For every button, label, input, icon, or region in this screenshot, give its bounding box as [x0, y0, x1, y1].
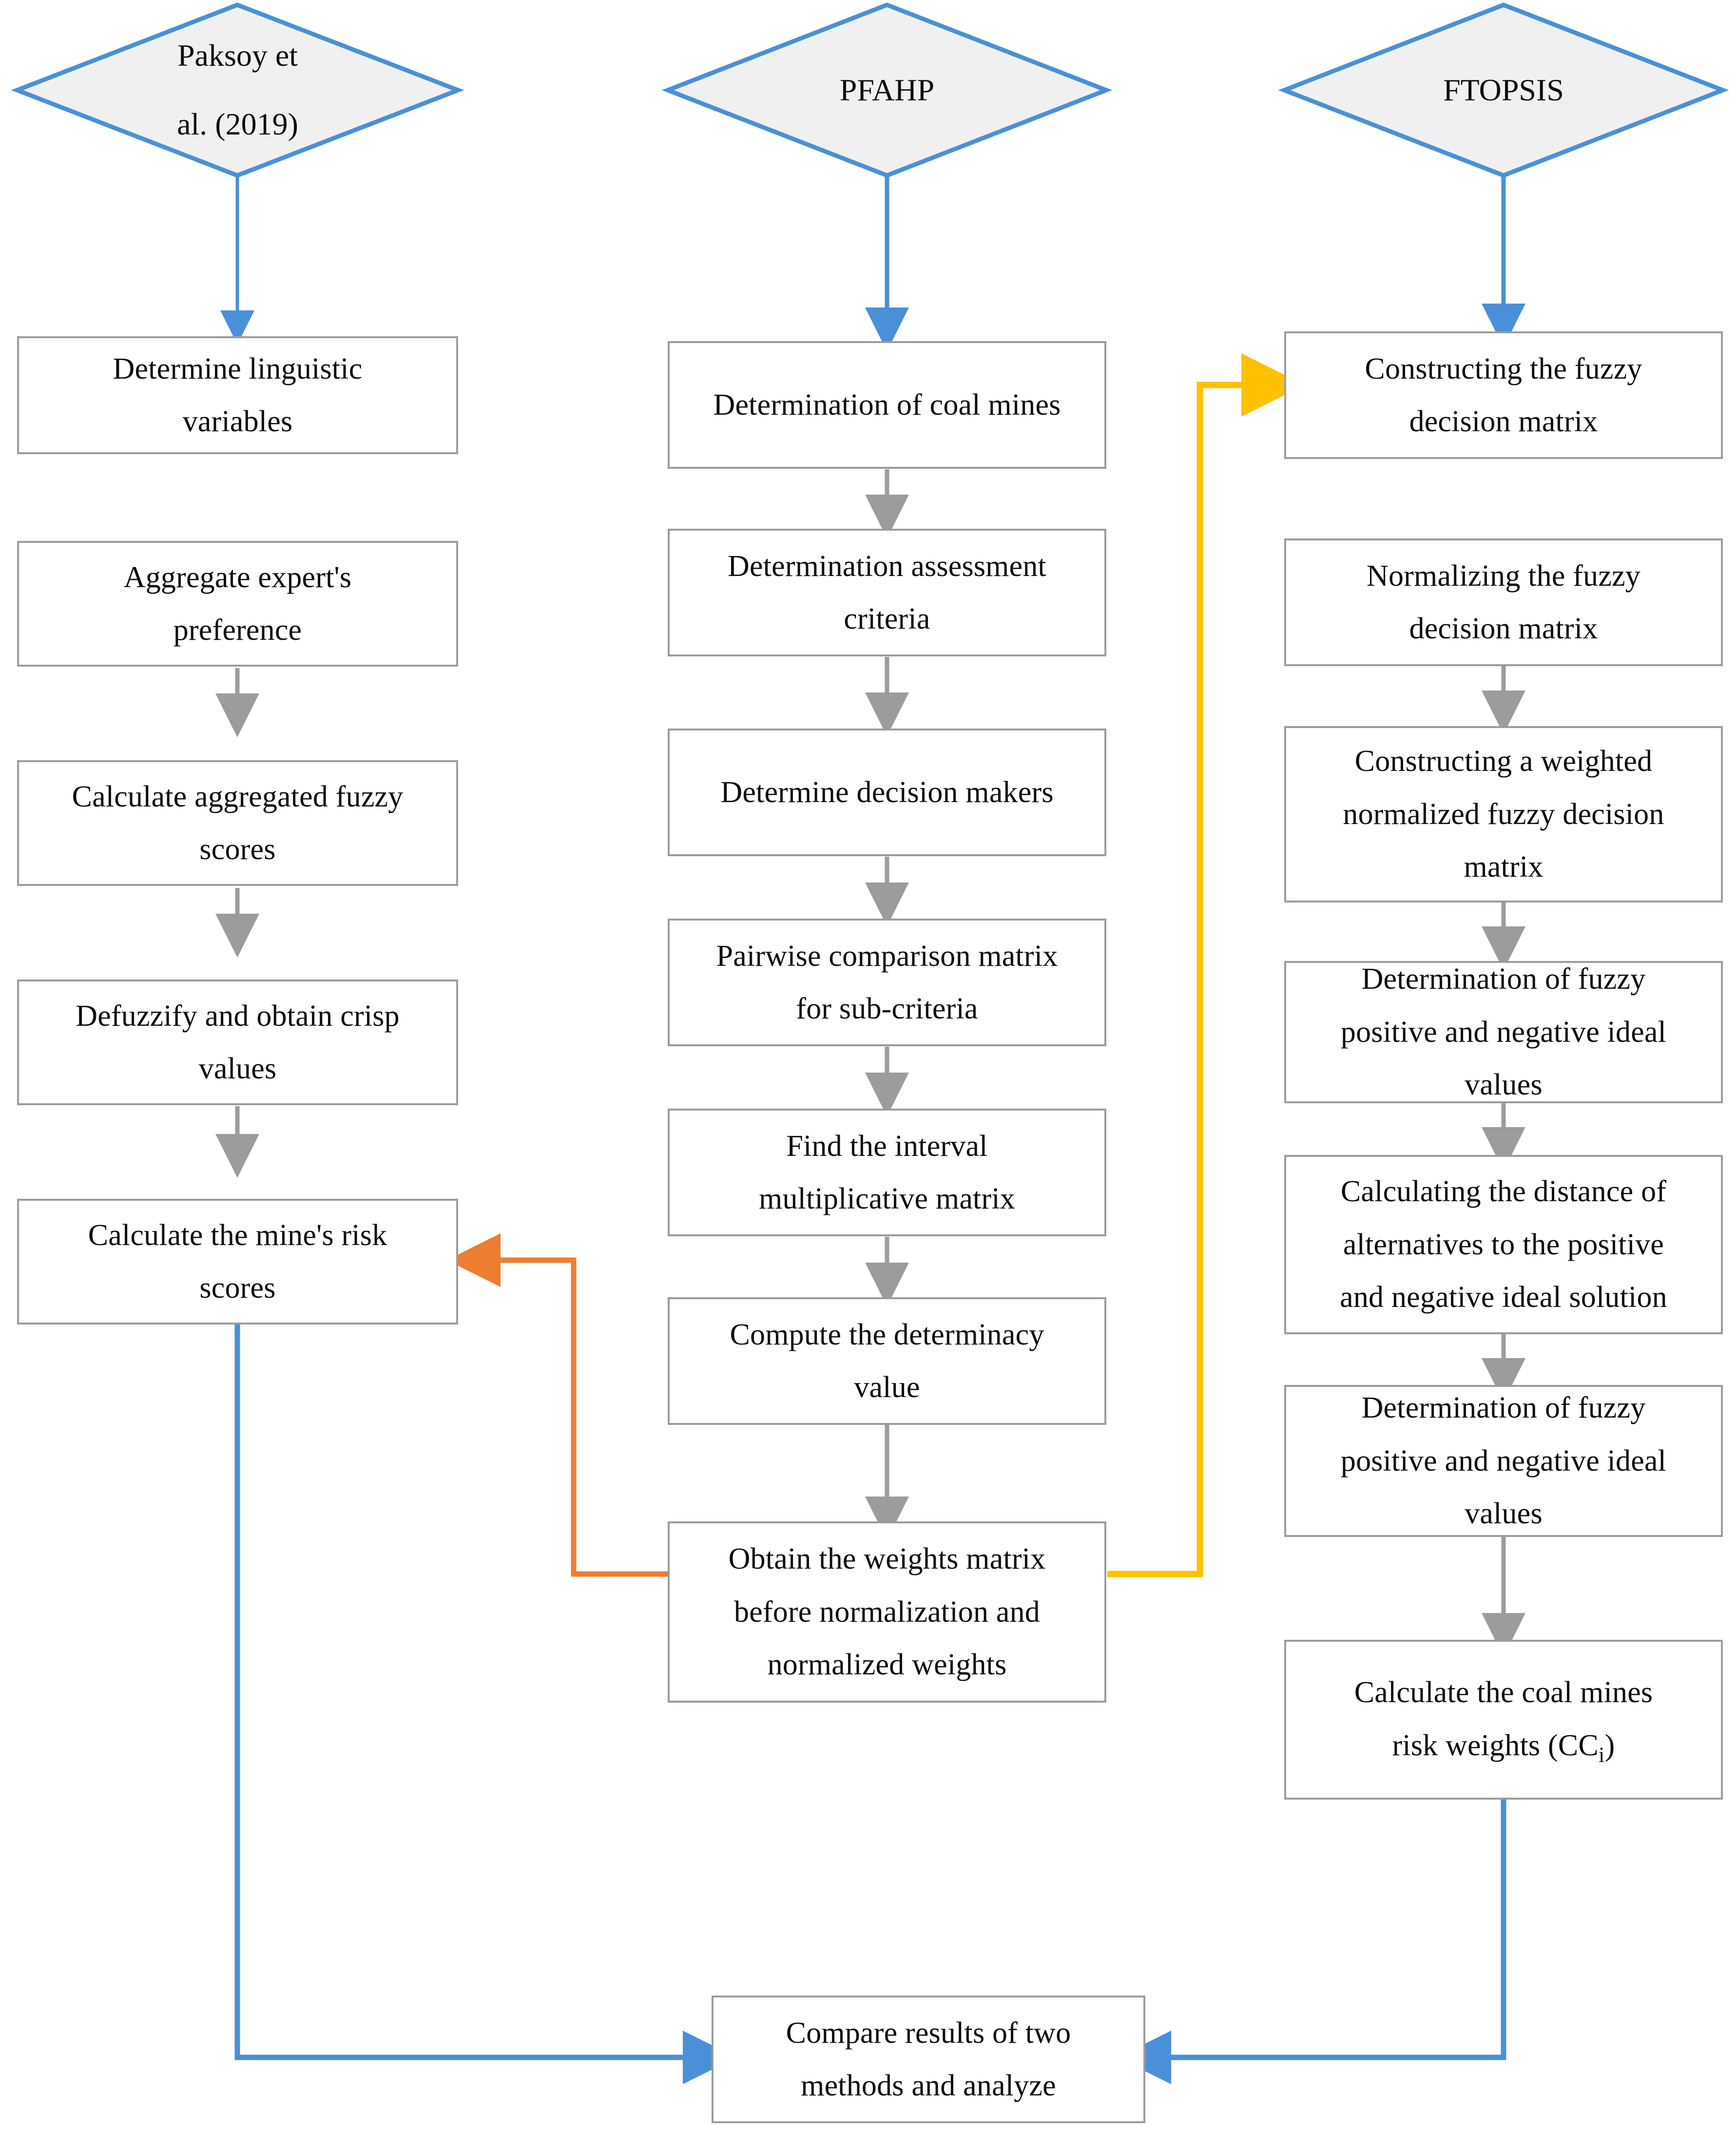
step-l4-line1: Defuzzify and obtain crisp	[76, 999, 400, 1033]
step-f1-line1: Compare results of two	[786, 2016, 1071, 2050]
step-l5-line2: scores	[199, 1271, 276, 1305]
step-m5-line1: Find the interval	[786, 1129, 988, 1163]
step-constructing-fuzzy-decision-matrix[interactable]: Constructing the fuzzy decision matrix	[1284, 331, 1723, 459]
step-r7-line1: Calculate the coal mines	[1354, 1676, 1653, 1709]
step-pairwise-comparison-matrix[interactable]: Pairwise comparison matrix for sub-crite…	[668, 919, 1106, 1046]
step-r4-line1: Determination of fuzzy	[1361, 962, 1646, 996]
connector-l5-to-final-blue	[234, 1306, 736, 2084]
step-defuzzify-obtain-crisp-values[interactable]: Defuzzify and obtain crisp values	[17, 979, 458, 1105]
step-r5-line3: and negative ideal solution	[1340, 1281, 1667, 1314]
connector-m7-to-r1-yellow	[1107, 353, 1305, 1577]
step-m4-line2: for sub-criteria	[796, 992, 978, 1025]
connector-r7-to-final-blue	[1118, 1798, 1506, 2084]
step-l1-line2: variables	[182, 405, 293, 438]
step-l3-line1: Calculate aggregated fuzzy	[72, 780, 404, 813]
diamond-ftopsis[interactable]: FTOPSIS	[1284, 5, 1723, 175]
step-m4-line1: Pairwise comparison matrix	[716, 939, 1058, 973]
step-r7-line2-prefix: risk weights (CC	[1392, 1728, 1599, 1762]
step-r7-line2-suffix: )	[1604, 1728, 1615, 1762]
step-find-interval-multiplicative-matrix[interactable]: Find the interval multiplicative matrix	[668, 1109, 1106, 1236]
step-l2-line2: preference	[173, 614, 302, 647]
step-m1-line1: Determination of coal mines	[713, 388, 1061, 422]
step-determine-linguistic-variables[interactable]: Determine linguistic variables	[17, 336, 458, 454]
diamond-pfahp-label: PFAHP	[839, 72, 935, 107]
step-l1-line1: Determine linguistic	[113, 352, 363, 385]
step-compute-determinacy-value[interactable]: Compute the determinacy value	[668, 1297, 1106, 1425]
step-determination-of-coal-mines[interactable]: Determination of coal mines	[668, 341, 1106, 469]
step-r4-line3: values	[1465, 1068, 1543, 1102]
step-m3-line1: Determine decision makers	[720, 775, 1054, 809]
step-m5-line2: multiplicative matrix	[759, 1182, 1015, 1215]
step-constructing-weighted-normalized-matrix[interactable]: Constructing a weighted normalized fuzzy…	[1284, 726, 1723, 902]
step-determination-fuzzy-ideal-values-1[interactable]: Determination of fuzzy positive and nega…	[1284, 961, 1723, 1103]
diamond-paksoy-line1: Paksoy et	[177, 38, 298, 73]
step-l2-line1: Aggregate expert's	[123, 560, 352, 594]
step-r1-line1: Constructing the fuzzy	[1365, 352, 1642, 385]
step-l4-line2: values	[198, 1052, 277, 1085]
step-r6-line3: values	[1465, 1497, 1543, 1531]
step-l3-line2: scores	[199, 833, 276, 866]
step-determination-fuzzy-ideal-values-2[interactable]: Determination of fuzzy positive and nega…	[1284, 1385, 1723, 1537]
step-r2-line1: Normalizing the fuzzy	[1367, 559, 1640, 593]
step-m6-line2: value	[854, 1371, 920, 1404]
step-m7-line3: normalized weights	[767, 1648, 1007, 1682]
step-m2-line1: Determination assessment	[728, 549, 1046, 583]
step-r2-line2: decision matrix	[1409, 612, 1598, 645]
step-l5-line1: Calculate the mine's risk	[88, 1218, 387, 1252]
diamond-pfahp[interactable]: PFAHP	[668, 5, 1106, 175]
step-r7-line2: risk weights (CCi)	[1392, 1728, 1615, 1766]
step-r5-line2: alternatives to the positive	[1343, 1228, 1664, 1261]
step-r6-line2: positive and negative ideal	[1340, 1444, 1667, 1478]
step-r6-line1: Determination of fuzzy	[1361, 1391, 1646, 1425]
step-obtain-weights-matrix[interactable]: Obtain the weights matrix before normali…	[668, 1521, 1106, 1703]
step-determine-decision-makers[interactable]: Determine decision makers	[668, 729, 1106, 856]
step-calculate-mines-risk-scores[interactable]: Calculate the mine's risk scores	[17, 1199, 458, 1325]
step-m7-line2: before normalization and	[734, 1595, 1040, 1629]
step-calculate-aggregated-fuzzy-scores[interactable]: Calculate aggregated fuzzy scores	[17, 760, 458, 886]
step-r5-line1: Calculating the distance of	[1340, 1175, 1667, 1209]
step-calculate-coal-mines-risk-weights[interactable]: Calculate the coal mines risk weights (C…	[1284, 1640, 1723, 1800]
step-r3-line1: Constructing a weighted	[1354, 745, 1653, 778]
diamond-ftopsis-label: FTOPSIS	[1443, 72, 1564, 107]
diamond-paksoy-label: Paksoy et al. (2019)	[96, 21, 379, 159]
step-m6-line1: Compute the determinacy	[730, 1318, 1044, 1351]
step-r3-line2: normalized fuzzy decision	[1343, 797, 1664, 831]
step-r3-line3: matrix	[1464, 850, 1543, 884]
step-compare-results-of-two-methods[interactable]: Compare results of two methods and analy…	[712, 1996, 1145, 2123]
step-determination-assessment-criteria[interactable]: Determination assessment criteria	[668, 529, 1106, 656]
step-calculating-distance-of-alternatives[interactable]: Calculating the distance of alternatives…	[1284, 1155, 1723, 1334]
diamond-paksoy-line2: al. (2019)	[177, 107, 298, 141]
step-r1-line2: decision matrix	[1409, 405, 1598, 438]
step-r7-line2-subscript: i	[1598, 1742, 1605, 1766]
step-aggregate-experts-preference[interactable]: Aggregate expert's preference	[17, 541, 458, 667]
connector-m7-to-l5-orange	[447, 1233, 668, 1577]
diamond-paksoy[interactable]: Paksoy et al. (2019)	[17, 5, 458, 175]
step-r4-line2: positive and negative ideal	[1340, 1015, 1667, 1049]
step-f1-line2: methods and analyze	[801, 2069, 1056, 2102]
step-m2-line2: criteria	[844, 602, 930, 635]
step-normalizing-fuzzy-decision-matrix[interactable]: Normalizing the fuzzy decision matrix	[1284, 538, 1723, 666]
step-m7-line1: Obtain the weights matrix	[728, 1542, 1046, 1576]
